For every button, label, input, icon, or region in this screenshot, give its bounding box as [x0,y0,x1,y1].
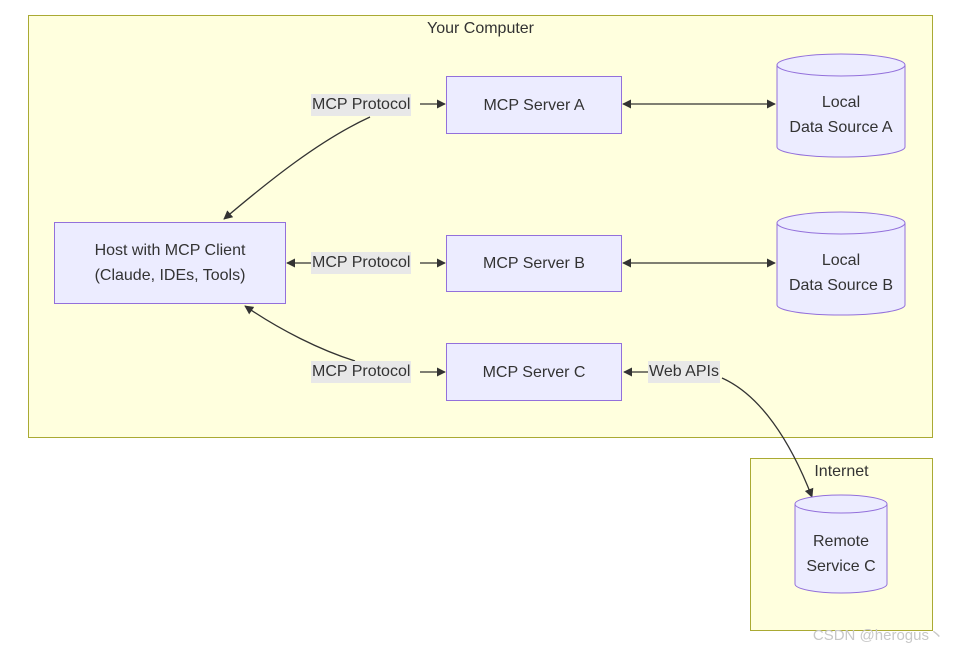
host-line-1: Host with MCP Client [94,242,246,259]
remote-service-c-line-2: Service C [806,558,876,575]
data-source-b-line-1: Local [821,252,861,269]
edge-label-mcp-protocol-a: MCP Protocol [311,94,412,116]
edge-label-web-apis: Web APIs [648,361,720,383]
data-source-b-line-2: Data Source B [788,277,894,294]
edge-webapis-to-remote [721,377,814,498]
cylinder-remote-service-c [794,494,888,594]
edge-label-mcp-protocol-c: MCP Protocol [311,361,412,383]
cluster-title-internet: Internet [814,463,869,480]
mcp-server-c-label: MCP Server C [482,363,586,381]
mcp-server-a-label: MCP Server A [483,96,585,114]
local-data-source-a-node[interactable]: Local Data Source A [777,90,905,140]
local-data-source-b-node[interactable]: Local Data Source B [777,248,905,298]
edge-host-to-label-a [223,116,371,220]
remote-service-c-node[interactable]: Remote Service C [795,529,887,579]
cylinder-data-source-b [776,211,906,316]
cluster-internet: Internet [750,458,933,631]
edge-label-mcp-protocol-b: MCP Protocol [311,252,412,274]
host-line-2: (Claude, IDEs, Tools) [94,267,246,284]
mcp-server-a-node[interactable]: MCP Server A [446,76,622,134]
remote-service-c-line-1: Remote [812,533,870,550]
edge-host-to-label-c [244,305,356,362]
cylinder-data-source-a [776,53,906,158]
watermark: CSDN @herogus丶 [812,627,944,644]
host-with-mcp-client-node[interactable]: Host with MCP Client (Claude, IDEs, Tool… [54,222,286,304]
cluster-title-your-computer: Your Computer [426,20,535,37]
mcp-server-b-node[interactable]: MCP Server B [446,235,622,292]
data-source-a-line-2: Data Source A [789,119,893,136]
data-source-a-line-1: Local [821,94,861,111]
mcp-server-c-node[interactable]: MCP Server C [446,343,622,401]
mcp-server-b-label: MCP Server B [483,255,585,272]
